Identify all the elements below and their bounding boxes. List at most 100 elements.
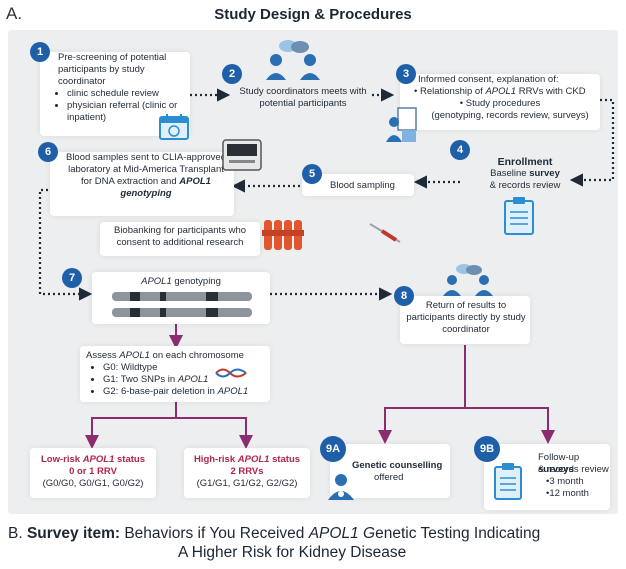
dna-icon (215, 368, 247, 378)
step-1-bullet: clinic schedule review (67, 88, 184, 100)
step-9b-badge: 9B (474, 436, 500, 462)
step-4-line1: Baseline survey (470, 168, 580, 180)
step-4-line1-pre: Baseline (490, 168, 530, 179)
assess-g0: G0: Wildtype (103, 362, 270, 374)
arrow-8-9a (378, 345, 466, 444)
step-9a-line1: Genetic counselling (352, 460, 443, 471)
step-5-text: Blood sampling (330, 180, 395, 191)
high-risk-rrv: 2 RRVs (230, 466, 264, 477)
section-b-gene: APOL1 (308, 525, 359, 542)
step-6-text-main: Blood samples sent to CLIA-approved labo… (65, 152, 226, 187)
step-8-badge: 8 (394, 286, 414, 306)
section-b-pre: Behaviors if You Received (120, 525, 309, 542)
arrow-6-7 (38, 188, 93, 301)
high-risk-pre: High-risk (193, 454, 238, 465)
high-risk-title: High-risk APOL1 status (184, 454, 310, 466)
lab-machine-icon (222, 139, 262, 171)
biobank-text: Biobanking for participants who consent … (113, 225, 247, 248)
low-risk-rrv: 0 or 1 RRV (69, 466, 117, 477)
clipboard-icon (504, 197, 534, 235)
assess-g2-pre: G2: 6-base-pair deletion in (103, 386, 218, 397)
step-3-line2-post: RRVs with CKD (516, 86, 586, 97)
meeting-people-icon (266, 40, 320, 80)
assess-g1-pre: G1: Two SNPs in (103, 374, 178, 385)
biobank-box (100, 222, 260, 256)
step-3-line4: (genotyping, records review, surveys) (431, 110, 589, 121)
step-5-box (302, 174, 414, 196)
counsellor-icon (328, 474, 354, 500)
step-9b-line4: •12 month (546, 488, 589, 499)
step-2-badge: 2 (222, 64, 242, 84)
step-9b-line1-bold: surveys (538, 464, 574, 475)
step-7-label: APOL1 genotyping (92, 276, 270, 288)
arrow-8-9b (465, 407, 555, 444)
step-4-line2: & records review (489, 180, 561, 191)
step-8-text: Return of results to participants direct… (406, 300, 526, 335)
assess-g2: G2: 6-base-pair deletion in APOL1 (103, 386, 270, 398)
assess-title-post: on each chromosome (149, 350, 244, 361)
high-risk-box (184, 448, 310, 498)
step-3-badge: 3 (396, 64, 416, 84)
step-6-text: Blood samples sent to CLIA-approved labo… (62, 152, 230, 200)
step-3-box (400, 74, 600, 130)
step-9b-line1-pre: Follow-up (538, 452, 580, 463)
low-risk-post: status (114, 454, 145, 465)
assess-g1-gene: APOL1 (177, 374, 209, 385)
step-8-box (400, 296, 530, 344)
step-1-bullets: clinic schedule review physician referra… (56, 88, 184, 124)
diagram-title: Study Design & Procedures (214, 6, 412, 23)
step-9b-line1: Follow-up surveys (538, 452, 612, 476)
arrow-3-4 (569, 98, 615, 187)
section-b-line2: A Higher Risk for Kidney Disease (178, 544, 407, 561)
step-4-title: Enrollment (497, 156, 553, 168)
step-7-label-post: genotyping (171, 276, 221, 287)
step-3-line2: • Relationship of APOL1 RRVs with CKD (414, 86, 604, 98)
assess-g1: G1: Two SNPs in APOL1 (103, 374, 270, 386)
step-9a-badge: 9A (320, 436, 346, 462)
section-b-bold: Survey item: (26, 525, 121, 542)
low-risk-genotypes: (G0/G0, G0/G1, G0/G2) (42, 478, 144, 489)
step-1-bullet: physician referral (clinic or inpatient) (67, 100, 184, 124)
consent-icon (386, 107, 417, 142)
step-2-text: Study coordinators meets with potential … (239, 86, 367, 109)
step-9b-line2: & records review (538, 464, 609, 475)
assess-title-gene: APOL1 (119, 350, 150, 361)
step-6-box (50, 152, 234, 216)
step-1-badge: 1 (30, 42, 50, 62)
assess-variants: G0: Wildtype G1: Two SNPs in APOL1 G2: 6… (92, 362, 270, 398)
sample-tubes-icon (262, 220, 304, 250)
section-b-label: B. (8, 525, 23, 542)
low-risk-pre: Low-risk (40, 454, 83, 465)
step-6-text-bold: APOL1 genotyping (120, 176, 211, 199)
step-3-line3: • Study procedures (459, 98, 541, 109)
step-4-line1-bold: survey (529, 168, 560, 179)
discussion-people-icon (443, 264, 493, 296)
step-9a-box (330, 444, 450, 498)
low-risk-title: Low-risk APOL1 status (30, 454, 156, 466)
section-b-post: enetic Testing Indicating (375, 525, 541, 542)
arrow-assess-low (85, 402, 177, 449)
step-7-badge: 7 (62, 268, 82, 288)
arrow-assess-high (176, 417, 253, 449)
clipboard-icon (494, 463, 522, 500)
section-b-heading: B. Survey item: Behaviors if You Receive… (8, 524, 540, 562)
step-6-badge: 6 (38, 142, 58, 162)
step-9a-line2: offered (374, 472, 404, 483)
step-3-line1: Informed consent, explanation of: (418, 74, 559, 85)
high-risk-genotypes: (G1/G1, G1/G2, G2/G2) (196, 478, 298, 489)
high-risk-post: status (269, 454, 301, 465)
syringe-icon (369, 223, 401, 243)
assess-title-pre: Assess (86, 350, 120, 361)
chromosome-icon (112, 292, 252, 317)
step-4-badge: 4 (450, 140, 470, 160)
section-b-g: G (358, 525, 376, 542)
low-risk-box (30, 448, 156, 498)
assess-g2-gene: APOL1 (217, 386, 249, 397)
section-a-label: A. (6, 4, 23, 23)
high-risk-gene: APOL1 (237, 454, 270, 465)
calendar-icon (159, 114, 189, 140)
low-risk-gene: APOL1 (82, 454, 115, 465)
step-9b-line3: •3 month (546, 476, 584, 487)
step-7-gene: APOL1 (141, 276, 172, 287)
